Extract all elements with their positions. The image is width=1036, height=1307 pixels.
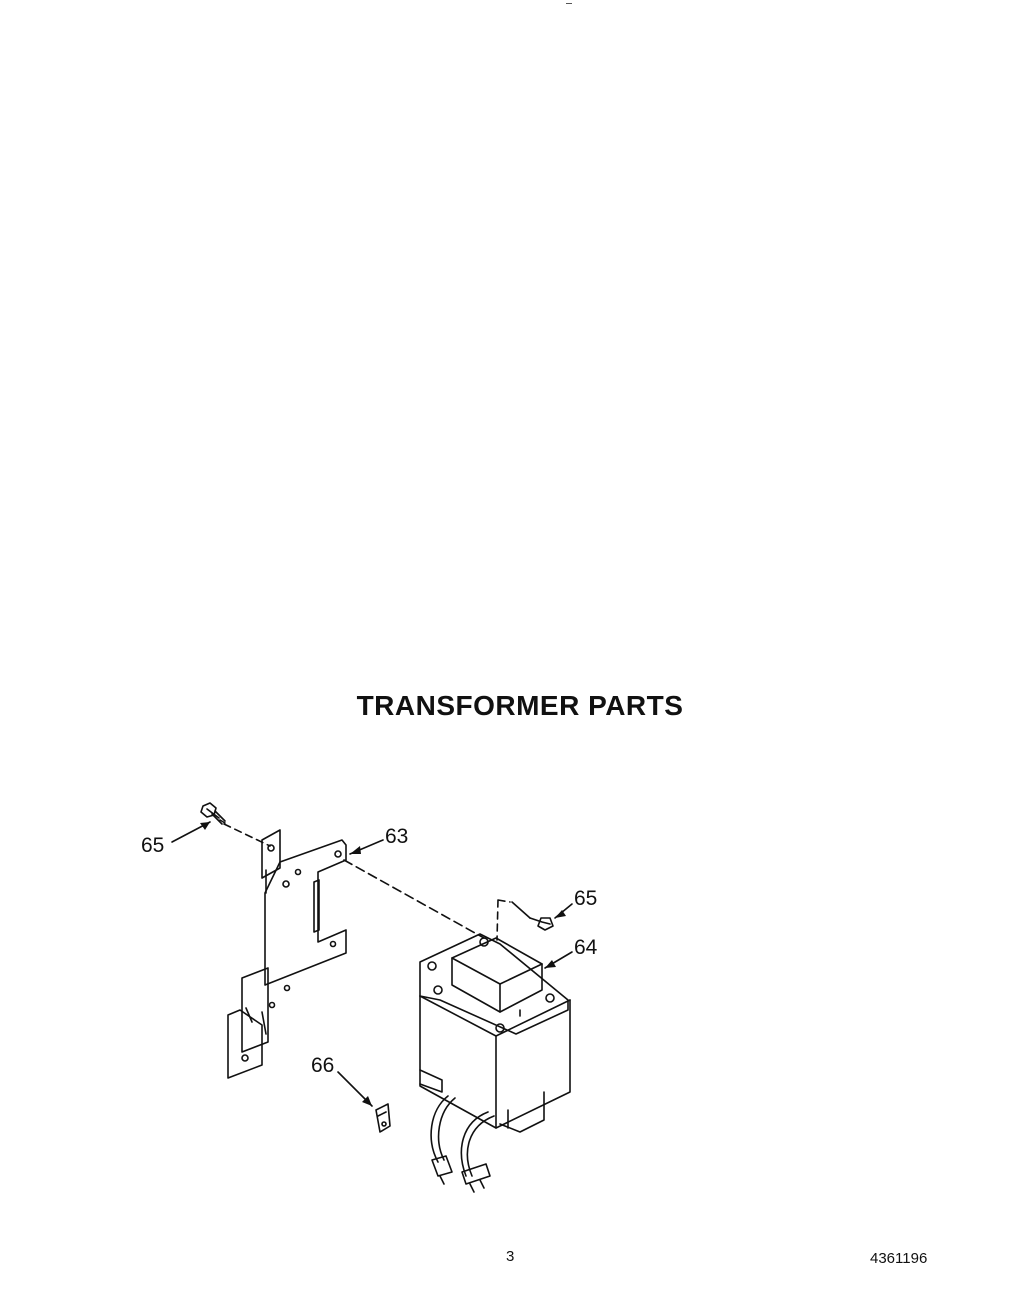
callout-66: 66 — [311, 1054, 334, 1077]
callout-65-left: 65 — [141, 834, 164, 857]
page-title: TRANSFORMER PARTS — [356, 690, 684, 721]
transformer-64 — [419, 933, 571, 1193]
screw-65-left — [200, 802, 226, 825]
dashed-line-screw-left — [223, 823, 271, 847]
clip-66 — [375, 1103, 391, 1133]
callout-65-right: 65 — [574, 887, 597, 910]
scan-mark — [566, 0, 572, 4]
document-number: 4361196 — [870, 1250, 928, 1267]
screw-65-right — [496, 899, 554, 941]
page-number: 3 — [506, 1248, 515, 1265]
dashed-line-bracket-to-transformer — [343, 859, 485, 939]
callout-63: 63 — [385, 825, 408, 848]
mounting-bracket-63 — [227, 829, 347, 1079]
callout-64: 64 — [574, 936, 598, 959]
